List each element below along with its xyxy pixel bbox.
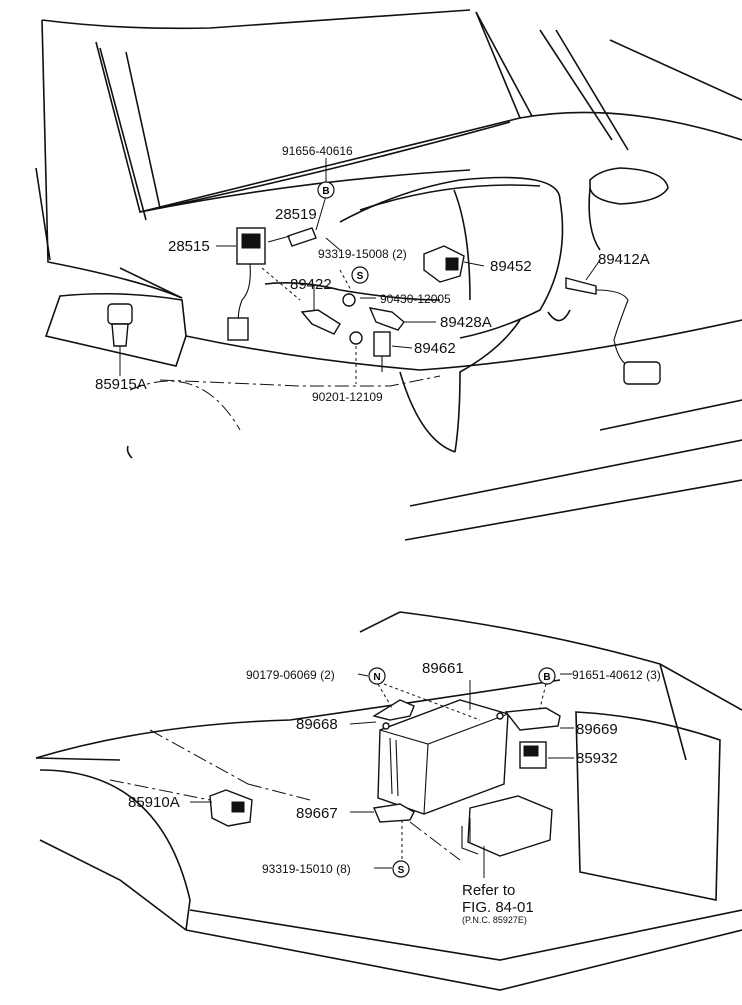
washers: [342, 293, 363, 345]
bracket-89669: [504, 707, 561, 731]
label-89428A: 89428A: [440, 314, 492, 331]
label-90179-06069: 90179-06069 (2): [246, 668, 335, 682]
sensor-89452: [423, 245, 465, 283]
label-91656-40616: 91656-40616: [282, 144, 353, 158]
svg-text:S: S: [357, 271, 364, 282]
label-89412A: 89412A: [598, 251, 650, 268]
relay-85910A: [209, 789, 253, 827]
label-85910A: 85910A: [128, 794, 180, 811]
svg-text:B: B: [322, 186, 329, 197]
bolt-symbol-upper: B: [317, 181, 335, 199]
label-fig-84-01: FIG. 84-01: [462, 899, 534, 916]
vehicle-body-upper: [35, 9, 742, 541]
leader-lines-lower: [190, 673, 574, 878]
vehicle-body-lower: [35, 611, 742, 991]
sensor-89462: [373, 331, 391, 372]
switch-85915A: [107, 303, 133, 347]
bolt-symbol-lower: B: [538, 667, 556, 685]
svg-text:S: S: [398, 865, 405, 876]
label-85932: 85932: [576, 750, 618, 767]
sensor-89422: [300, 309, 341, 335]
label-89668: 89668: [296, 716, 338, 733]
engine-block: [264, 167, 669, 453]
label-refer-to: Refer to: [462, 882, 515, 899]
svg-text:B: B: [543, 672, 550, 683]
label-91651-40612: 91651-40612 (3): [572, 668, 661, 682]
label-pnc-85927e: (P.N.C. 85927E): [462, 915, 527, 925]
leader-lines-upper: [119, 158, 601, 387]
label-28519: 28519: [275, 206, 317, 223]
label-89462: 89462: [414, 340, 456, 357]
bracket-89668: [372, 699, 415, 721]
label-93319-15010: 93319-15010 (8): [262, 862, 351, 876]
air-flow-meter-28515: [227, 227, 266, 341]
screw-symbol-upper: S: [351, 266, 369, 284]
module-85927E: [461, 795, 553, 857]
label-89661: 89661: [422, 660, 464, 677]
oxygen-sensor-89412A: [565, 277, 661, 385]
label-93319-15008: 93319-15008 (2): [318, 247, 407, 261]
screw-symbol-lower: S: [392, 860, 410, 878]
bracket-89667: [373, 803, 415, 823]
label-89452: 89452: [490, 258, 532, 275]
sensor-89428A: [368, 307, 405, 331]
ecu-89661: [377, 699, 509, 815]
label-28515: 28515: [168, 238, 210, 255]
label-89422: 89422: [290, 276, 332, 293]
connector-28519: [287, 227, 317, 247]
relay-85932: [519, 741, 547, 769]
label-89669: 89669: [576, 721, 618, 738]
label-90201-12109: 90201-12109: [312, 390, 383, 404]
svg-text:N: N: [373, 672, 380, 683]
label-90430-12005: 90430-12005: [380, 292, 451, 306]
label-89667: 89667: [296, 805, 338, 822]
nut-symbol-lower: N: [368, 667, 386, 685]
label-85915A: 85915A: [95, 376, 147, 393]
